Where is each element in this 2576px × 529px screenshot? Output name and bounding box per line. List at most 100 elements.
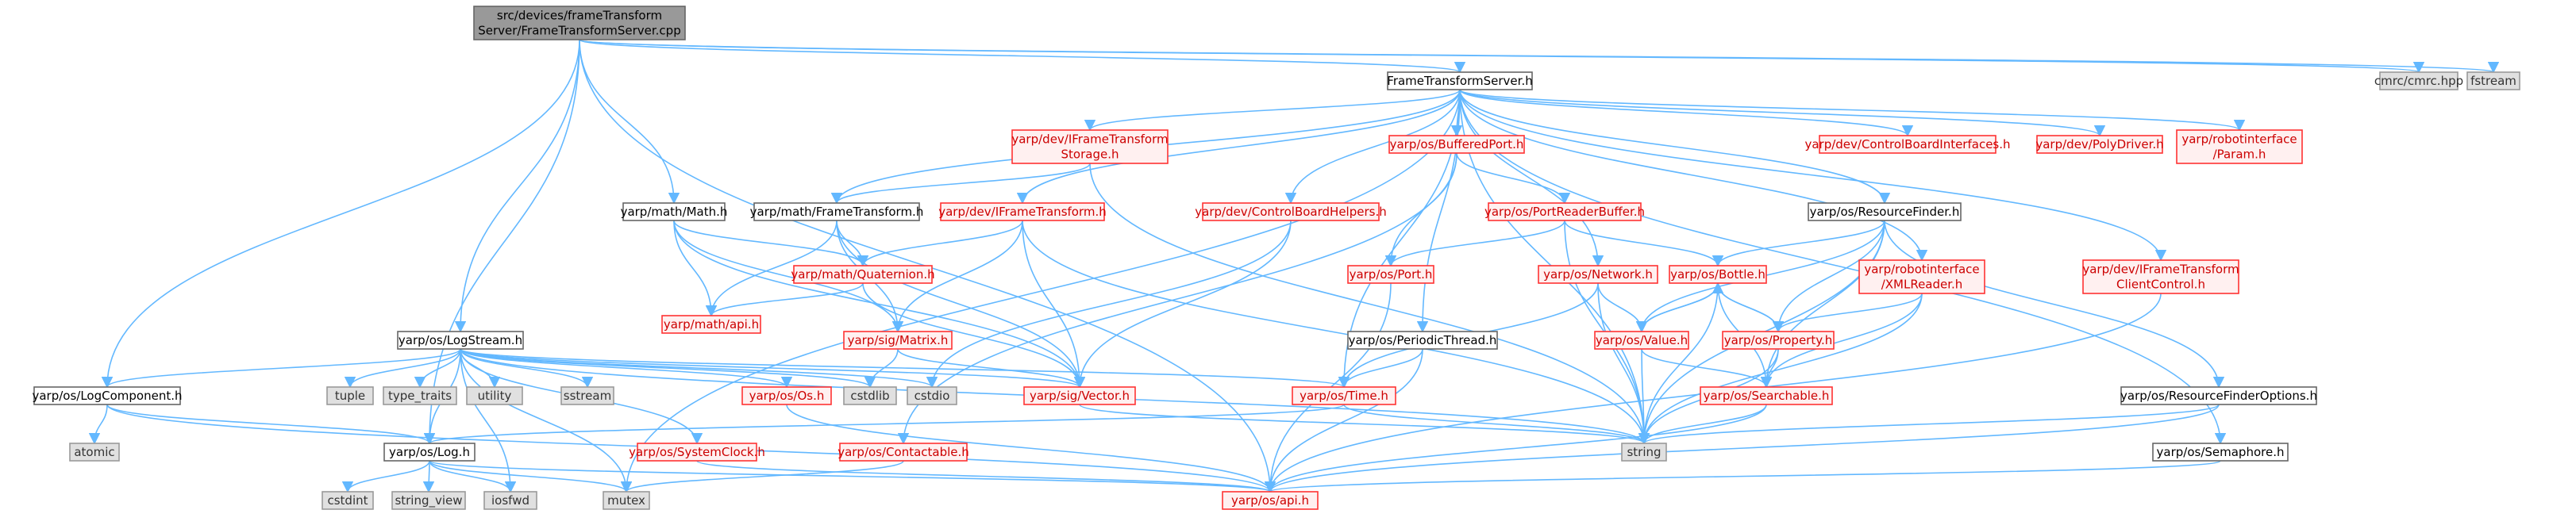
include-edge-fts_h-to-resfinder [1459, 89, 1891, 205]
node-box [2120, 386, 2317, 405]
node-label: sstream [564, 389, 611, 403]
graph-node-cstdlib[interactable]: cstdlib [843, 386, 897, 405]
graph-node-yarp-os-periodicthread-h[interactable]: yarp/os/PeriodicThread.h [1347, 331, 1498, 350]
node-box [1538, 265, 1658, 284]
include-edge-bufport-to-prb [1456, 152, 1571, 205]
graph-node-yarp-robotinterface-param-h[interactable]: yarp/robotinterface/Param.h [2176, 129, 2303, 164]
node-box [397, 331, 524, 350]
graph-node-yarp-os-time-h[interactable]: yarp/os/Time.h [1292, 386, 1396, 405]
node-box [1808, 202, 1962, 221]
node-label: yarp/dev/IFrameTransform [1011, 132, 1168, 147]
graph-node-iosfwd[interactable]: iosfwd [483, 491, 537, 510]
include-edge-cbhelpers-to-cstdio [926, 220, 1292, 389]
graph-node-yarp-dev-iframetransform-h[interactable]: yarp/dev/IFrameTransform.h [938, 202, 1107, 221]
graph-node-yarp-os-searchable-h[interactable]: yarp/os/Searchable.h [1700, 386, 1833, 405]
include-edge-contactable-to-mutex [621, 460, 904, 493]
node-label: /Param.h [2213, 148, 2266, 162]
graph-node-yarp-os-bufferedport-h[interactable]: yarp/os/BufferedPort.h [1388, 135, 1525, 154]
graph-node-cmrc-cmrc-hpp[interactable]: cmrc/cmrc.hpp [2374, 71, 2463, 90]
graph-node-string[interactable]: string [1621, 443, 1667, 462]
graph-node-yarp-os-logstream-h[interactable]: yarp/os/LogStream.h [397, 331, 524, 350]
graph-node-yarp-robotinterface-xmlreader-h[interactable]: yarp/robotinterface/XMLReader.h [1858, 259, 1985, 294]
graph-node-src-devices-frametransform-server-frametransformserver-cpp[interactable]: src/devices/frameTransformServer/FrameTr… [473, 6, 686, 40]
graph-node-atomic[interactable]: atomic [69, 443, 120, 462]
graph-node-yarp-os-contactable-h[interactable]: yarp/os/Contactable.h [837, 443, 969, 462]
node-label: yarp/os/api.h [1231, 493, 1309, 508]
graph-node-yarp-sig-vector-h[interactable]: yarp/sig/Vector.h [1023, 386, 1136, 405]
node-label: yarp/math/Math.h [621, 205, 728, 219]
graph-node-string-view[interactable]: string_view [391, 491, 466, 510]
graph-node-cstdint[interactable]: cstdint [322, 491, 374, 510]
graph-node-yarp-os-logcomponent-h[interactable]: yarp/os/LogComponent.h [32, 386, 183, 405]
graph-node-yarp-os-api-h[interactable]: yarp/os/api.h [1222, 491, 1319, 510]
include-edge-iftstorage-to-string [1089, 163, 1650, 445]
include-edge-xmlreader-to-property [1772, 293, 1923, 333]
node-box [741, 386, 832, 405]
node-label: yarp/os/SystemClock.h [629, 445, 765, 459]
node-box [383, 386, 457, 405]
include-edge-rfoptions-to-string [1638, 404, 2220, 445]
node-label: yarp/os/Searchable.h [1704, 389, 1830, 403]
graph-node-yarp-os-value-h[interactable]: yarp/os/Value.h [1594, 331, 1689, 350]
graph-node-type-traits[interactable]: type_traits [383, 386, 457, 405]
graph-node-sstream[interactable]: sstream [560, 386, 614, 405]
node-box [1347, 265, 1434, 284]
graph-node-yarp-os-log-h[interactable]: yarp/os/Log.h [383, 443, 476, 462]
node-box [560, 386, 614, 405]
graph-node-yarp-dev-controlboardhelpers-h[interactable]: yarp/dev/ControlBoardHelpers.h [1195, 202, 1387, 221]
node-label: yarp/dev/ControlBoardHelpers.h [1195, 205, 1386, 219]
graph-node-mutex[interactable]: mutex [603, 491, 650, 510]
include-edge-root-to-logstream [454, 39, 580, 333]
node-label: Server/FrameTransformServer.cpp [478, 24, 680, 38]
graph-node-yarp-os-semaphore-h[interactable]: yarp/os/Semaphore.h [2152, 443, 2289, 462]
include-edge-rfoptions-to-osapi [1265, 404, 2220, 493]
include-edge-vector-to-string [1079, 404, 1650, 445]
include-edge-prb-to-port [1384, 220, 1565, 267]
graph-node-yarp-math-api-h[interactable]: yarp/math/api.h [661, 315, 761, 334]
include-edge-periodic-to-ostime [1338, 348, 1423, 389]
node-layer: src/devices/frameTransformServer/FrameTr… [32, 6, 2520, 510]
node-label: FrameTransformServer.h [1387, 74, 1532, 88]
graph-node-yarp-math-math-h[interactable]: yarp/math/Math.h [621, 202, 728, 221]
graph-node-fstream[interactable]: fstream [2466, 71, 2520, 90]
graph-node-yarp-sig-matrix-h[interactable]: yarp/sig/Matrix.h [843, 331, 953, 350]
graph-node-yarp-dev-polydriver-h[interactable]: yarp/dev/PolyDriver.h [2035, 135, 2164, 154]
graph-node-yarp-os-network-h[interactable]: yarp/os/Network.h [1538, 265, 1658, 284]
node-box [661, 315, 761, 334]
node-box [383, 443, 476, 462]
graph-node-utility[interactable]: utility [466, 386, 523, 405]
node-box [1023, 386, 1136, 405]
include-edge-fts_h-to-semaphore [1459, 89, 2227, 445]
include-edge-resfinder-to-bottle [1712, 220, 1885, 267]
graph-node-yarp-os-portreaderbuffer-h[interactable]: yarp/os/PortReaderBuffer.h [1484, 202, 1645, 221]
node-box [907, 386, 957, 405]
node-label: string [1627, 445, 1661, 459]
graph-node-yarp-os-bottle-h[interactable]: yarp/os/Bottle.h [1669, 265, 1767, 284]
node-label: yarp/robotinterface [1864, 263, 1979, 277]
graph-node-yarp-os-resourcefinderoptions-h[interactable]: yarp/os/ResourceFinderOptions.h [2120, 386, 2317, 405]
node-label: cstdio [914, 389, 950, 403]
include-edge-logstream-to-vector [460, 348, 1085, 389]
include-edge-logstream-to-tuple [344, 348, 461, 389]
graph-node-yarp-os-os-h[interactable]: yarp/os/Os.h [741, 386, 832, 405]
node-label: yarp/math/api.h [664, 317, 759, 332]
graph-node-yarp-math-frametransform-h[interactable]: yarp/math/FrameTransform.h [750, 202, 924, 221]
graph-node-cstdio[interactable]: cstdio [907, 386, 957, 405]
graph-node-yarp-os-resourcefinder-h[interactable]: yarp/os/ResourceFinder.h [1808, 202, 1962, 221]
graph-node-yarp-os-property-h[interactable]: yarp/os/Property.h [1722, 331, 1835, 350]
node-box [466, 386, 523, 405]
node-label: yarp/os/LogStream.h [399, 333, 522, 347]
node-label: yarp/sig/Matrix.h [848, 333, 949, 347]
graph-node-frametransformserver-h[interactable]: FrameTransformServer.h [1387, 71, 1533, 90]
graph-node-tuple[interactable]: tuple [326, 386, 374, 405]
node-box [69, 443, 120, 462]
graph-node-yarp-os-port-h[interactable]: yarp/os/Port.h [1347, 265, 1434, 284]
graph-node-yarp-math-quaternion-h[interactable]: yarp/math/Quaternion.h [791, 265, 935, 284]
node-box [33, 386, 181, 405]
graph-node-yarp-dev-controlboardinterfaces-h[interactable]: yarp/dev/ControlBoardInterfaces.h [1804, 135, 2011, 154]
graph-node-yarp-os-systemclock-h[interactable]: yarp/os/SystemClock.h [629, 443, 765, 462]
include-edge-bottle-to-string [1638, 282, 1719, 445]
include-edge-quat-to-mathapi [705, 282, 864, 317]
